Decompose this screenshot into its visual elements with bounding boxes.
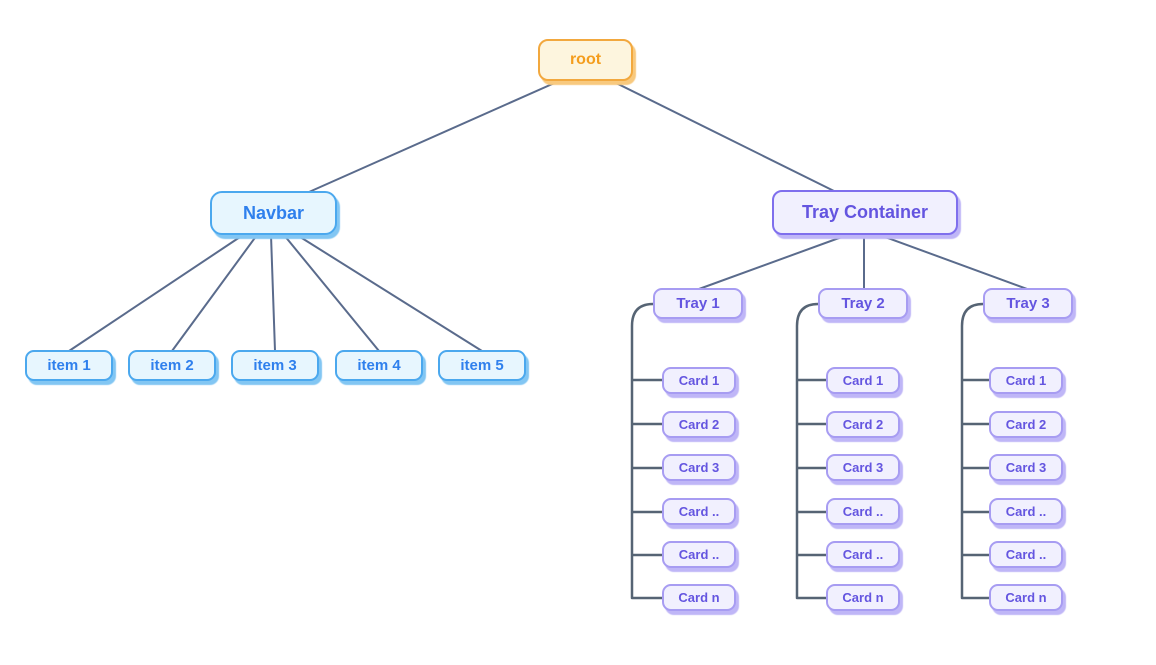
tray-2-card-5-label: Card .. — [842, 547, 884, 562]
tray-2-label: Tray 2 — [841, 295, 885, 312]
tray-3-card-5-node[interactable]: Card .. — [989, 541, 1063, 568]
tray-2-card-1-node[interactable]: Card 1 — [826, 367, 900, 394]
edge-root-navbar — [308, 80, 560, 193]
tray-3-card-1-label: Card 1 — [1005, 373, 1047, 388]
tray-2-card-4-label: Card .. — [842, 504, 884, 519]
tray-1-card-2-node[interactable]: Card 2 — [662, 411, 736, 438]
edge-navbar-item-4 — [283, 234, 380, 352]
edge-navbar-item-2 — [171, 234, 258, 352]
tray-3-card-1-node[interactable]: Card 1 — [989, 367, 1063, 394]
tray-3-card-4-label: Card .. — [1005, 504, 1047, 519]
root-node[interactable]: root — [538, 39, 633, 81]
edge-container-tray-1 — [698, 233, 851, 290]
tray-2-card-3-node[interactable]: Card 3 — [826, 454, 900, 481]
navbar-item-3-label: item 3 — [253, 357, 297, 374]
edge-navbar-item-1 — [68, 234, 244, 352]
navbar-item-2-node[interactable]: item 2 — [128, 350, 216, 381]
tray-1-label: Tray 1 — [676, 295, 720, 312]
tray-1-card-1-node[interactable]: Card 1 — [662, 367, 736, 394]
tray-1-card-3-node[interactable]: Card 3 — [662, 454, 736, 481]
tray-brackets — [630, 302, 991, 600]
tray-3-card-4-node[interactable]: Card .. — [989, 498, 1063, 525]
tray-1-node[interactable]: Tray 1 — [653, 288, 743, 319]
navbar-item-3-node[interactable]: item 3 — [231, 350, 319, 381]
edge-container-tray-3 — [876, 233, 1028, 290]
tray-2-card-6-node[interactable]: Card n — [826, 584, 900, 611]
navbar-item-1-node[interactable]: item 1 — [25, 350, 113, 381]
tray-2-card-3-label: Card 3 — [842, 460, 884, 475]
tray-3-card-6-node[interactable]: Card n — [989, 584, 1063, 611]
navbar-item-5-label: item 5 — [460, 357, 504, 374]
navbar-item-4-label: item 4 — [357, 357, 401, 374]
tray-container-label: Tray Container — [801, 202, 929, 222]
tray-1-card-3-label: Card 3 — [678, 460, 720, 475]
tray-1-bracket — [630, 302, 664, 600]
tree-edges — [68, 80, 1028, 352]
navbar-item-4-node[interactable]: item 4 — [335, 350, 423, 381]
tray-2-card-1-label: Card 1 — [842, 373, 884, 388]
tray-1-card-6-label: Card n — [678, 590, 720, 605]
tray-1-card-4-label: Card .. — [678, 504, 720, 519]
tray-2-card-2-label: Card 2 — [842, 417, 884, 432]
tray-2-card-2-node[interactable]: Card 2 — [826, 411, 900, 438]
tray-3-bracket — [960, 302, 991, 600]
tray-3-card-3-node[interactable]: Card 3 — [989, 454, 1063, 481]
tray-3-card-6-label: Card n — [1005, 590, 1047, 605]
root-label: root — [569, 51, 602, 68]
tray-1-card-5-label: Card .. — [678, 547, 720, 562]
tray-3-card-2-label: Card 2 — [1005, 417, 1047, 432]
tray-3-card-5-label: Card .. — [1005, 547, 1047, 562]
tray-3-node[interactable]: Tray 3 — [983, 288, 1073, 319]
tray-2-card-6-label: Card n — [842, 590, 884, 605]
navbar-item-5-node[interactable]: item 5 — [438, 350, 526, 381]
navbar-label: Navbar — [242, 202, 305, 223]
tray-3-label: Tray 3 — [1006, 295, 1050, 312]
tray-3-card-2-node[interactable]: Card 2 — [989, 411, 1063, 438]
edge-navbar-item-3 — [270, 234, 276, 352]
tray-3-card-3-label: Card 3 — [1005, 460, 1047, 475]
tray-2-card-4-node[interactable]: Card .. — [826, 498, 900, 525]
tray-2-bracket — [795, 302, 828, 600]
tray-2-node[interactable]: Tray 2 — [818, 288, 908, 319]
tray-1-card-2-label: Card 2 — [678, 417, 720, 432]
tray-2-card-5-node[interactable]: Card .. — [826, 541, 900, 568]
tray-container-node[interactable]: Tray Container — [772, 190, 958, 235]
tray-1-card-4-node[interactable]: Card .. — [662, 498, 736, 525]
navbar-node[interactable]: Navbar — [210, 191, 337, 235]
tray-1-card-1-label: Card 1 — [678, 373, 720, 388]
tray-1-card-5-node[interactable]: Card .. — [662, 541, 736, 568]
tray-1-card-6-node[interactable]: Card n — [662, 584, 736, 611]
edge-navbar-item-5 — [296, 234, 483, 352]
navbar-item-2-label: item 2 — [150, 357, 194, 374]
edge-root-tray-container — [611, 80, 835, 192]
navbar-item-1-label: item 1 — [47, 357, 91, 374]
